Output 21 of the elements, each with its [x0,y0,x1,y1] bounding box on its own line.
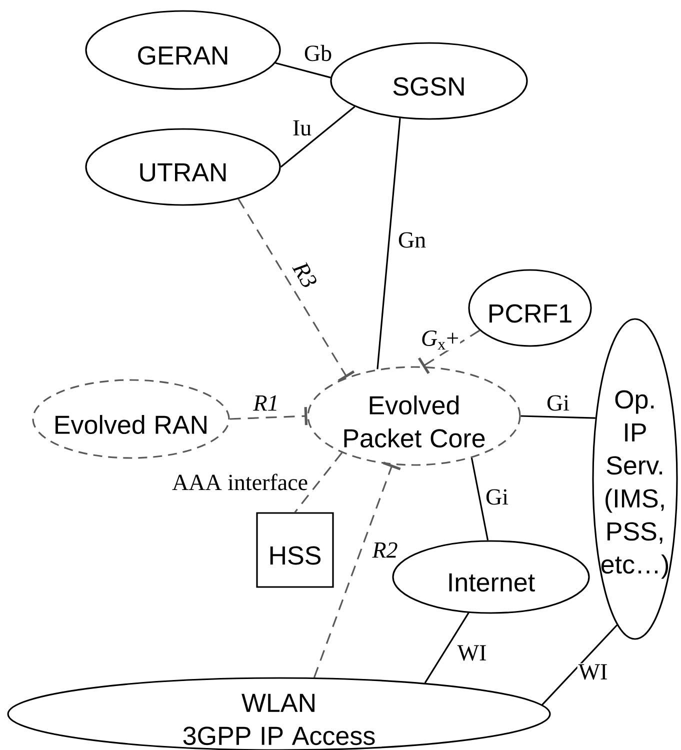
edge-label: AAA interface [171,472,309,492]
connector-line [230,407,308,426]
edge-label: R3 [290,258,320,292]
connector-line [275,62,331,78]
edge-label: Gi [546,394,570,412]
network-box: HSS [256,512,334,588]
connector-line [520,415,596,419]
edge-label: WI [577,663,609,681]
connector-line [294,452,343,513]
connector-line [280,106,356,168]
edge-label: Gi [484,488,510,506]
connector-line [470,458,489,540]
connector-line [424,612,470,684]
edge-label: Gn [396,231,428,249]
connector-line [376,118,401,370]
edge-label: R1 [252,394,280,412]
connector-line [313,462,401,678]
edge-label: WI [456,644,488,662]
connector-line [542,624,618,706]
edge-label: G$_{x}$+ [420,330,460,350]
edge-label: Iu [291,119,313,137]
